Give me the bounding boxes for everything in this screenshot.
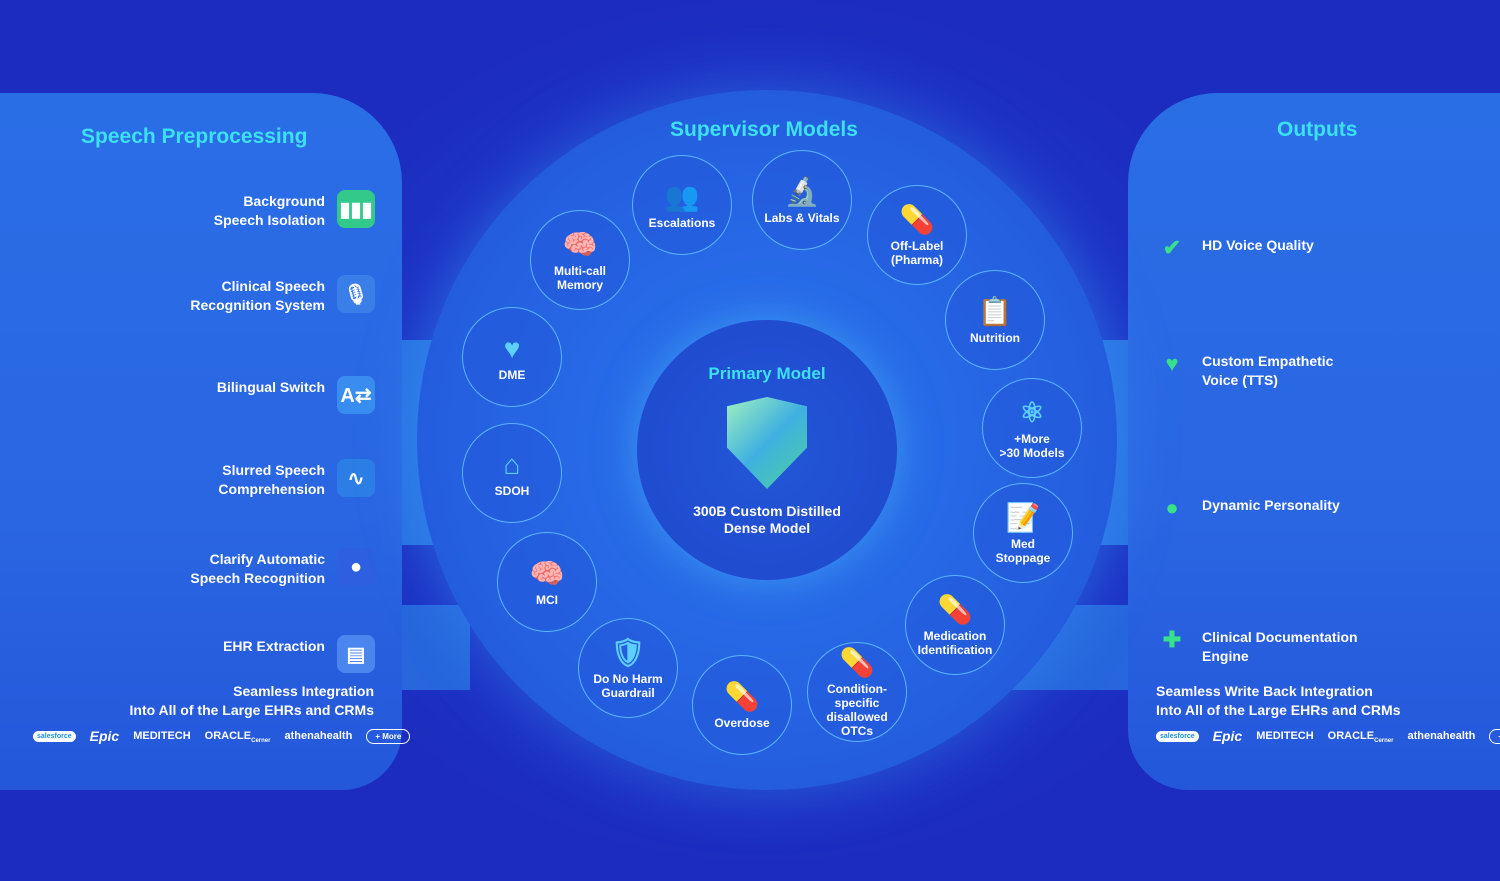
logo-3: ORACLE <box>204 730 252 742</box>
preprocessing-item: EHR Extraction <box>223 638 325 654</box>
logo-0: salesforce <box>1156 730 1199 742</box>
supervisor-model: ♥ DME <box>462 307 562 407</box>
output-item: Clinical Documentation Engine <box>1202 629 1358 664</box>
logo-2: MEDITECH <box>1256 730 1314 742</box>
model-label: Overdose <box>714 715 770 730</box>
primary-model-description: 300B Custom Distilled Dense Model <box>693 503 841 536</box>
write-back-text: Seamless Write Back Integration Into All… <box>1156 683 1401 718</box>
microphone-icon: 🎙 <box>337 275 375 313</box>
clipboard-medical-icon: ✚ <box>1162 627 1182 652</box>
model-icon: 💊 <box>899 203 935 235</box>
audio-orb-icon: ● <box>337 548 375 586</box>
logo-1: Epic <box>1212 728 1243 744</box>
primary-model-title: Primary Model <box>708 364 826 383</box>
voice-heart-icon: ♥ <box>1165 351 1179 376</box>
supervisor-model: 💊 Condition- specific disallowed OTCs <box>807 642 907 742</box>
supervisor-model: 💊 Medication Identification <box>905 575 1005 675</box>
model-label: Nutrition <box>970 330 1020 345</box>
output-item: Custom Empathetic Voice (TTS) <box>1202 353 1334 388</box>
supervisor-models-title: Supervisor Models <box>670 118 858 141</box>
waveform-icon: ▮▮▮ <box>337 190 375 228</box>
model-label: SDOH <box>494 483 530 498</box>
translate-icon: A⇄ <box>337 376 375 414</box>
preprocessing-item: Slurred Speech Comprehension <box>218 462 325 497</box>
supervisor-model: 📋 Nutrition <box>945 270 1045 370</box>
logo-1: Epic <box>89 728 120 744</box>
clipboard-heart-icon: ▤ <box>337 635 375 673</box>
model-icon: ⌂ <box>503 448 521 480</box>
model-label: Medication Identification <box>917 628 993 657</box>
model-label: Off-Label (Pharma) <box>890 238 944 267</box>
voice-check-icon: ✔ <box>1162 235 1182 260</box>
model-icon: 👥 <box>664 180 700 212</box>
model-label: Condition- specific disallowed OTCs <box>826 681 888 738</box>
model-icon: 💊 <box>724 680 760 712</box>
outputs-panel <box>1128 93 1500 790</box>
model-label: Labs & Vitals <box>764 210 840 225</box>
logo-5: athenahealth <box>1407 730 1476 742</box>
supervisor-model: 🧠 MCI <box>497 532 597 632</box>
model-icon: 🔬 <box>784 175 820 207</box>
supervisor-model: 💊 Overdose <box>692 655 792 755</box>
speech-preprocessing-panel <box>0 93 402 790</box>
logo-4: Cerner <box>1374 738 1394 744</box>
model-label: Med Stoppage <box>995 536 1051 565</box>
model-label: MCI <box>536 592 558 607</box>
logo-6[interactable]: + More <box>366 728 411 744</box>
logo-2: MEDITECH <box>133 730 191 742</box>
output-item: Dynamic Personality <box>1202 497 1340 513</box>
model-icon: 💊 <box>839 646 875 678</box>
integration-text: Seamless Integration Into All of the Lar… <box>129 683 375 718</box>
voice-person-icon: ● <box>1165 495 1179 520</box>
logo-0: salesforce <box>33 730 76 742</box>
supervisor-model: ⚛ +More >30 Models <box>982 378 1082 478</box>
logo-5: athenahealth <box>284 730 353 742</box>
supervisor-model: 🧠 Multi-call Memory <box>530 210 630 310</box>
supervisor-model: 🛡 Do No Harm Guardrail <box>578 618 678 718</box>
preprocessing-item: Clarify Automatic Speech Recognition <box>190 551 325 586</box>
logo-3: ORACLE <box>1327 730 1375 742</box>
supervisor-model: 📝 Med Stoppage <box>973 483 1073 583</box>
model-icon: 📋 <box>977 295 1013 327</box>
preprocessing-item: Background Speech Isolation <box>213 193 325 228</box>
model-icon: 💊 <box>937 593 973 625</box>
outputs-title: Outputs <box>1277 118 1358 141</box>
supervisor-model: ⌂ SDOH <box>462 423 562 523</box>
model-icon: ♥ <box>503 332 521 364</box>
supervisor-model: 💊 Off-Label (Pharma) <box>867 185 967 285</box>
model-label: Do No Harm Guardrail <box>593 671 663 700</box>
model-label: Escalations <box>648 215 716 230</box>
model-label: +More >30 Models <box>999 431 1065 460</box>
model-icon: ⚛ <box>1019 396 1045 428</box>
preprocessing-item: Bilingual Switch <box>216 379 325 395</box>
model-icon: 📝 <box>1005 501 1041 533</box>
output-item: HD Voice Quality <box>1202 237 1314 253</box>
model-icon: 🧠 <box>529 557 565 589</box>
supervisor-model: 👥 Escalations <box>632 155 732 255</box>
model-label: DME <box>498 367 526 382</box>
speech-preprocessing-title: Speech Preprocessing <box>81 125 308 148</box>
model-icon: 🛡 <box>610 636 646 668</box>
preprocessing-item: Clinical Speech Recognition System <box>190 278 325 313</box>
wave-circle-icon: ∿ <box>337 459 375 497</box>
logo-6[interactable]: + More <box>1489 728 1500 744</box>
model-label: Multi-call Memory <box>553 263 606 292</box>
supervisor-model: 🔬 Labs & Vitals <box>752 150 852 250</box>
logo-4: Cerner <box>251 738 271 744</box>
model-icon: 🧠 <box>562 228 598 260</box>
